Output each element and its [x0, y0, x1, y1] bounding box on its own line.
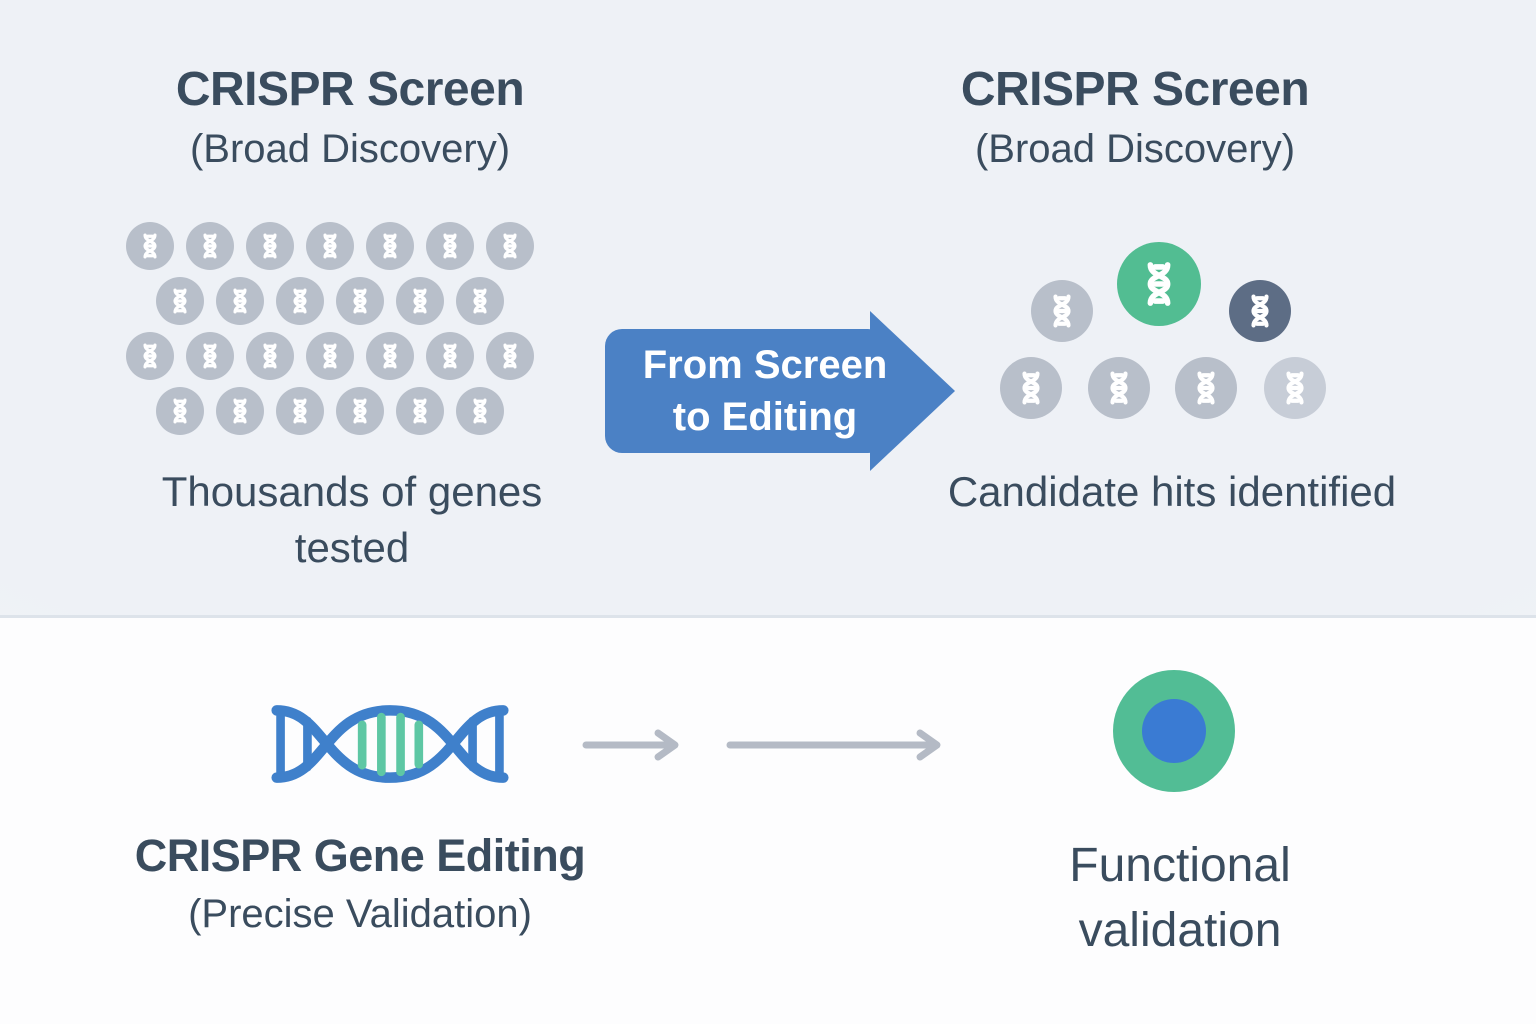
dna-circle-icon: [276, 277, 324, 325]
cell-nucleus: [1142, 699, 1206, 763]
dna-circle-icon: [366, 222, 414, 270]
dna-circle-icon: [156, 277, 204, 325]
dna-circle-icon: [456, 387, 504, 435]
dna-circle-icon: [306, 222, 354, 270]
arrow-right-icon-long: [726, 729, 941, 761]
dna-circle-icon: [306, 332, 354, 380]
gene-grid: [116, 222, 544, 435]
dna-circle-icon: [336, 277, 384, 325]
dna-circle-icon: [456, 277, 504, 325]
editing-heading: CRISPR Gene Editing (Precise Validation): [60, 830, 660, 936]
dna-circle-icon: [216, 277, 264, 325]
screen-right-heading: CRISPR Screen (Broad Discovery): [835, 62, 1435, 171]
dna-circle-icon: [1031, 280, 1093, 342]
dna-circle-icon: [156, 387, 204, 435]
gene-grid-row: [156, 277, 504, 325]
arrow-label: From Screen to Editing: [642, 343, 888, 439]
cell-icon: [1113, 670, 1235, 792]
dna-circle-icon-highlight: [1117, 242, 1201, 326]
dna-circle-icon: [186, 222, 234, 270]
dna-circle-icon: [486, 222, 534, 270]
dna-circle-icon-dark: [1229, 280, 1291, 342]
dna-circle-icon-muted-light: [1264, 357, 1326, 419]
dna-circle-icon: [126, 332, 174, 380]
dna-circle-icon: [1175, 357, 1237, 419]
screen-left-subtitle: (Broad Discovery): [189, 127, 511, 172]
arrow-right-icon-short: [582, 729, 679, 761]
screen-left-title: CRISPR Screen: [175, 63, 525, 116]
screen-right-title: CRISPR Screen: [960, 63, 1310, 116]
candidate-cluster: [990, 235, 1354, 425]
dna-circle-icon: [246, 222, 294, 270]
dna-circle-icon: [1000, 357, 1062, 419]
gene-grid-caption: Thousands of genes tested: [161, 468, 543, 571]
dna-circle-icon: [126, 222, 174, 270]
candidate-caption: Candidate hits identified: [947, 468, 1397, 515]
dna-circle-icon: [336, 387, 384, 435]
screen-right-subtitle: (Broad Discovery): [974, 127, 1296, 172]
dna-circle-icon: [246, 332, 294, 380]
dna-circle-icon: [216, 387, 264, 435]
editing-title: CRISPR Gene Editing: [134, 830, 586, 881]
screen-to-editing-arrow: From Screen to Editing: [602, 308, 958, 474]
dna-circle-icon: [396, 277, 444, 325]
dna-helix-icon: [271, 705, 509, 783]
dna-circle-icon: [186, 332, 234, 380]
dna-circle-icon: [396, 387, 444, 435]
arrow-right-banner-icon: [605, 311, 955, 471]
dna-circle-icon: [366, 332, 414, 380]
gene-grid-row: [156, 387, 504, 435]
dna-circle-icon: [486, 332, 534, 380]
dna-circle-icon: [1088, 357, 1150, 419]
dna-circle-icon: [426, 222, 474, 270]
gene-grid-row: [126, 332, 534, 380]
transition-arrows: [582, 729, 941, 761]
dna-circle-icon: [426, 332, 474, 380]
screen-left-heading: CRISPR Screen (Broad Discovery): [50, 62, 650, 171]
editing-subtitle: (Precise Validation): [188, 891, 532, 936]
editing-section-panel: [0, 618, 1536, 1024]
functional-validation-caption: Functional validation: [1069, 839, 1291, 957]
gene-grid-row: [126, 222, 534, 270]
section-divider: [0, 615, 1536, 618]
dna-circle-icon: [276, 387, 324, 435]
